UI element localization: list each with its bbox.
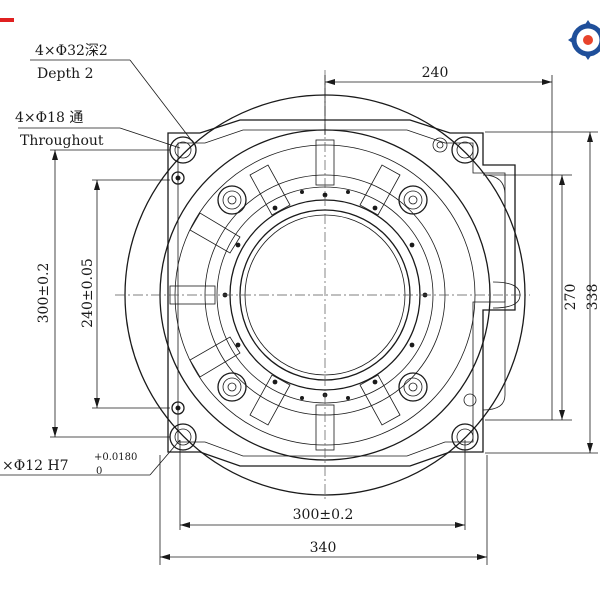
dim-right-outer <box>485 131 598 454</box>
leaders <box>0 59 196 476</box>
dim-bottom-inner <box>179 440 466 530</box>
dim-right-outer-label: 338 <box>585 284 600 311</box>
counterbore-holes <box>217 185 428 402</box>
right-tab-upper <box>482 174 506 411</box>
dim-bottom-outer-label: 340 <box>310 540 337 556</box>
dim-top-label: 240 <box>422 65 449 81</box>
dim-bottom-inner-label: 300±0.2 <box>293 507 354 523</box>
note-pin-tol-lower: 0 <box>96 466 102 477</box>
note-blind-hole-en: Depth 2 <box>37 66 93 82</box>
base-plate-inner <box>177 129 506 457</box>
dim-left-inner-label: 240±0.05 <box>80 258 96 328</box>
dim-right-inner-label: 270 <box>563 284 579 311</box>
gear-logo-icon <box>568 20 600 60</box>
bolt-circle-holes <box>222 190 428 400</box>
dim-left-outer <box>50 149 170 438</box>
note-blind-hole: 4×Φ32深2 <box>35 43 108 59</box>
dim-right-inner <box>485 174 572 421</box>
dim-left-inner <box>92 179 170 409</box>
note-through-hole-en: Throughout <box>20 133 104 149</box>
base-plate <box>167 119 516 467</box>
dim-left-outer-label: 300±0.2 <box>36 263 52 324</box>
dim-top <box>324 75 553 420</box>
corner-holes <box>169 136 479 451</box>
note-pin-hole: ×Φ12 H7 <box>2 458 69 474</box>
dim-bottom-outer <box>159 455 488 565</box>
note-through-hole: 4×Φ18 通 <box>15 110 83 126</box>
note-pin-tol-upper: +0.0180 <box>94 452 137 463</box>
